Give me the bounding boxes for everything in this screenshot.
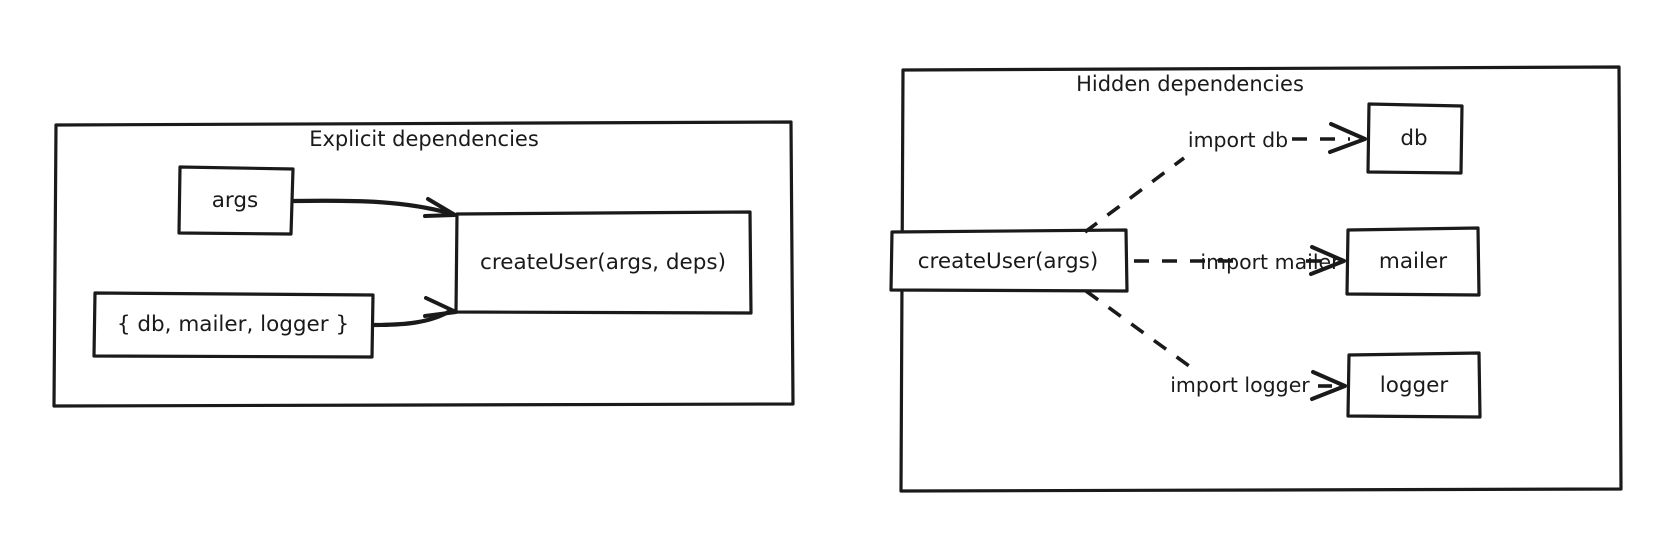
db-box[interactable] <box>1366 102 1464 175</box>
edge-logger-arrowhead <box>1310 370 1347 401</box>
edge-deps-to-create-user <box>370 296 458 328</box>
edge-create-user-to-db: import db <box>1083 122 1367 234</box>
edge-db-label: import db <box>1188 128 1288 152</box>
edge-db-line <box>1083 156 1186 234</box>
panel-explicit-dependencies: Explicit dependencies args { db, mailer,… <box>52 120 795 408</box>
edge-create-user-to-mailer: import mailer <box>1134 245 1346 276</box>
create-user-hidden-box[interactable] <box>889 228 1129 293</box>
mailer-label: mailer <box>1379 249 1447 274</box>
deps-label: { db, mailer, logger } <box>117 312 349 337</box>
mailer-box[interactable] <box>1345 226 1481 297</box>
edge-logger-line <box>1084 289 1198 373</box>
node-create-user-explicit[interactable]: createUser(args, deps) <box>454 210 753 315</box>
create-user-explicit-label: createUser(args, deps) <box>480 250 726 275</box>
panel-hidden-dependencies: Hidden dependencies createUser(args) db … <box>889 65 1623 493</box>
edge-args-to-create-user <box>290 197 457 218</box>
deps-box[interactable] <box>92 291 375 359</box>
logger-label: logger <box>1380 373 1449 398</box>
edge-args-line <box>290 198 452 216</box>
edge-deps-arrowhead <box>423 296 458 318</box>
node-db[interactable]: db <box>1366 102 1464 175</box>
create-user-hidden-label: createUser(args) <box>918 249 1099 274</box>
node-mailer[interactable]: mailer <box>1345 226 1481 297</box>
edge-mailer-arrowhead <box>1309 245 1346 276</box>
explicit-panel-title: Explicit dependencies <box>309 127 539 151</box>
db-label: db <box>1400 126 1427 151</box>
edge-logger-label: import logger <box>1170 373 1310 397</box>
args-box[interactable] <box>177 165 295 236</box>
edge-db-arrowhead <box>1328 122 1367 154</box>
hidden-panel-border <box>899 65 1623 493</box>
args-label: args <box>212 188 259 213</box>
logger-box[interactable] <box>1346 351 1482 419</box>
explicit-panel-border <box>52 120 795 408</box>
hidden-panel-title: Hidden dependencies <box>1076 72 1304 96</box>
node-deps[interactable]: { db, mailer, logger } <box>92 291 375 359</box>
node-args[interactable]: args <box>177 165 295 236</box>
node-create-user-hidden[interactable]: createUser(args) <box>889 228 1129 293</box>
create-user-explicit-box[interactable] <box>454 210 753 315</box>
edge-args-arrowhead <box>423 197 457 218</box>
node-logger[interactable]: logger <box>1346 351 1482 419</box>
edge-create-user-to-logger: import logger <box>1084 289 1347 401</box>
